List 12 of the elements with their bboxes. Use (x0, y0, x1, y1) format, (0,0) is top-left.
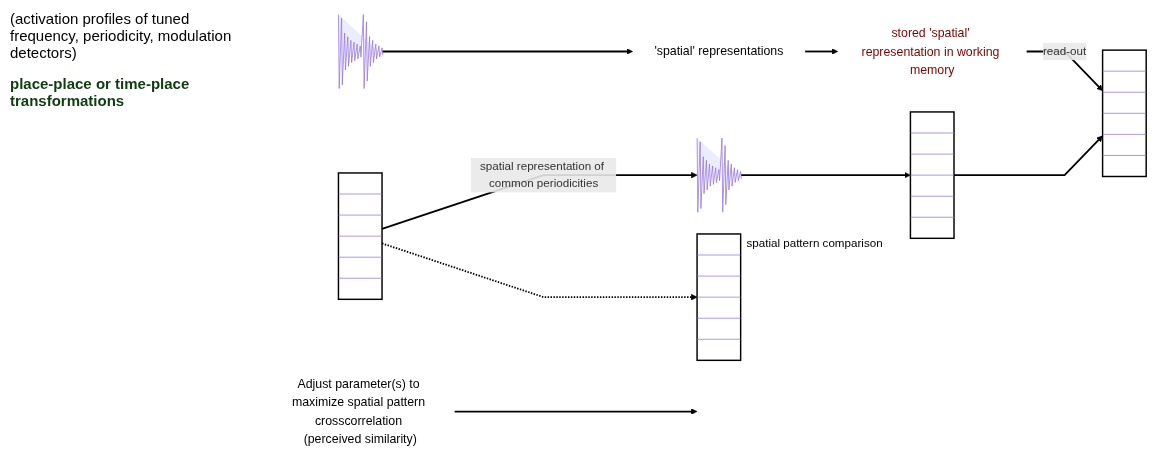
note-label: place-place or time-place transformations (10, 75, 191, 109)
edge-label: spatial representation of common periodicities (480, 159, 605, 190)
arrow (381, 48, 633, 55)
node-text: stored 'spatial' representation in working memory (861, 25, 1000, 77)
arrow (739, 171, 911, 179)
node-text: Adjust parameter(s) to maximize spatial pattern crosscorrelation (perceived similarity) (291, 376, 426, 446)
arrow (804, 48, 839, 55)
edge-label: read-out (1042, 44, 1087, 58)
node-caption: spatial pattern comparison (746, 235, 883, 249)
node-text: 'spatial' representations (654, 44, 784, 59)
note-label: (activation profiles of tuned frequency, periodicity, modulation detectors) (10, 10, 233, 61)
arrow (453, 408, 698, 415)
